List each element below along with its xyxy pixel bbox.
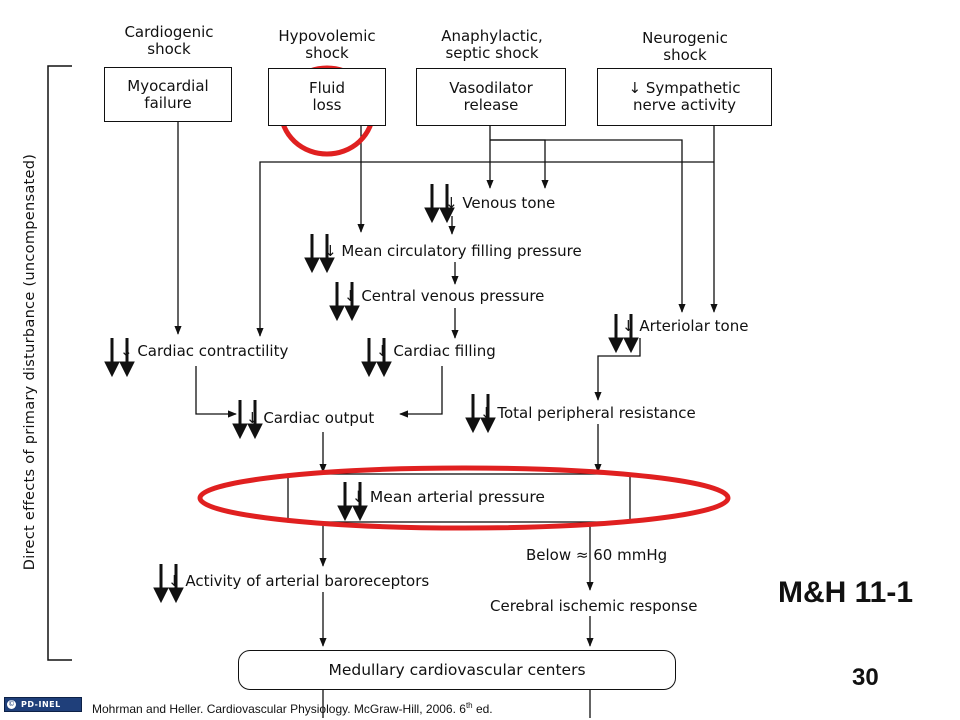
header-hypovolemic: Hypovolemic shock bbox=[262, 28, 392, 62]
license-icon: © bbox=[7, 700, 16, 709]
header-neurogenic: Neurogenic shock bbox=[620, 30, 750, 64]
decrease-arrow-mcfp bbox=[304, 234, 335, 274]
license-badge[interactable]: © PD-INEL bbox=[4, 697, 82, 712]
vasodilator-line1: Vasodilator bbox=[449, 79, 533, 97]
header-neurogenic-line2: shock bbox=[663, 46, 707, 64]
node-mean-circulatory-filling-pressure: ↓ Mean circulatory filling pressure bbox=[324, 242, 582, 260]
box-myocardial-failure: Myocardial failure bbox=[104, 67, 232, 122]
myocardial-line2: failure bbox=[144, 93, 192, 112]
box-sympathetic-nerve-activity: ↓ Sympathetic nerve activity bbox=[597, 68, 772, 126]
box-mean-arterial-pressure: ↓ Mean arterial pressure bbox=[352, 488, 545, 506]
decrease-arrow-tpr bbox=[465, 394, 496, 434]
node-total-peripheral-resistance: ↓ Total peripheral resistance bbox=[480, 404, 696, 422]
header-cardiogenic-line1: Cardiogenic bbox=[124, 23, 214, 41]
box-vasodilator-release: Vasodilator release bbox=[416, 68, 566, 126]
connector-lines bbox=[174, 122, 718, 718]
header-cardiogenic-line2: shock bbox=[147, 40, 191, 58]
header-anaphylactic: Anaphylactic, septic shock bbox=[422, 28, 562, 62]
map-highlight bbox=[197, 465, 731, 531]
citation: Mohrman and Heller. Cardiovascular Physi… bbox=[92, 699, 493, 716]
node-cerebral-ischemic-response: Cerebral ischemic response bbox=[490, 597, 698, 615]
node-arteriolar-tone: ↓ Arteriolar tone bbox=[622, 317, 749, 335]
header-hypovolemic-line2: shock bbox=[305, 44, 349, 62]
decrease-arrow-output bbox=[232, 400, 263, 440]
decrease-arrow-cvp bbox=[329, 282, 360, 322]
license-badge-text: PD-INEL bbox=[21, 700, 61, 709]
fluid-line2: loss bbox=[312, 96, 342, 114]
node-below-60-mmhg: Below ≈ 60 mmHg bbox=[526, 546, 668, 564]
decrease-arrow-baroreceptors bbox=[153, 564, 184, 604]
header-hypovolemic-line1: Hypovolemic bbox=[278, 27, 376, 45]
header-anaphylactic-line2: septic shock bbox=[445, 44, 539, 62]
medullary-label: Medullary cardiovascular centers bbox=[328, 661, 586, 679]
citation-superscript: th bbox=[465, 701, 473, 710]
map-box-frame bbox=[287, 473, 631, 523]
header-anaphylactic-line1: Anaphylactic, bbox=[441, 27, 543, 45]
node-cardiac-output: ↓ Cardiac output bbox=[246, 409, 375, 427]
myocardial-line1: Myocardial bbox=[127, 76, 209, 95]
sympathetic-line1: ↓ Sympathetic bbox=[628, 79, 741, 97]
decrease-arrow-map bbox=[337, 482, 368, 522]
fluid-line1: Fluid bbox=[309, 79, 345, 97]
side-bracket bbox=[47, 65, 72, 661]
citation-suffix: ed. bbox=[472, 702, 493, 716]
header-cardiogenic: Cardiogenic shock bbox=[104, 24, 234, 58]
sympathetic-line2: nerve activity bbox=[632, 96, 737, 114]
side-label: Direct effects of primary disturbance (u… bbox=[22, 153, 38, 571]
box-medullary-cardiovascular-centers: Medullary cardiovascular centers bbox=[238, 650, 676, 690]
node-arterial-baroreceptors: ↓ Activity of arterial baroreceptors bbox=[168, 572, 430, 590]
node-cardiac-filling: ↓ Cardiac filling bbox=[376, 342, 496, 360]
decrease-arrow-contractility bbox=[104, 338, 135, 378]
figure-label: M&H 11-1 bbox=[778, 576, 914, 609]
decrease-arrow-filling bbox=[361, 338, 392, 378]
node-central-venous-pressure: ↓ Central venous pressure bbox=[344, 287, 545, 305]
box-fluid-loss: Fluid loss bbox=[268, 68, 386, 126]
decrease-arrow-venous bbox=[424, 184, 455, 224]
citation-text: Mohrman and Heller. Cardiovascular Physi… bbox=[92, 702, 466, 716]
vasodilator-line2: release bbox=[463, 96, 519, 114]
header-neurogenic-line1: Neurogenic bbox=[642, 29, 728, 47]
node-cardiac-contractility: ↓ Cardiac contractility bbox=[120, 342, 289, 360]
decrease-arrow-arteriolar bbox=[608, 314, 639, 354]
page-number: 30 bbox=[852, 664, 879, 691]
node-venous-tone: ↓ Venous tone bbox=[445, 194, 556, 212]
